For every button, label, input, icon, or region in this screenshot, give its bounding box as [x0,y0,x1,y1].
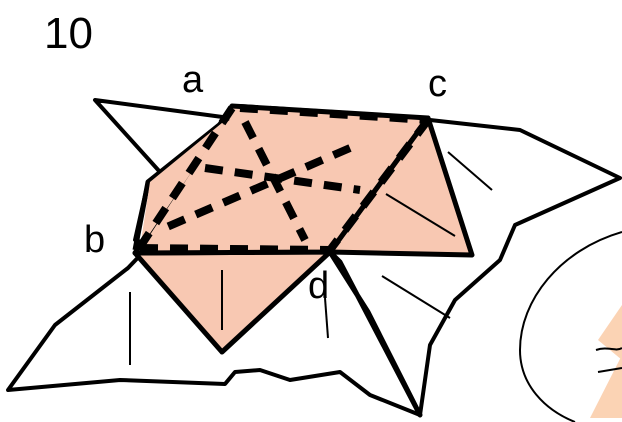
lower-right-flap [327,249,423,418]
label-c: c [428,63,447,105]
circle-outline [518,231,622,422]
peach-fragment [590,305,622,418]
label-b: b [84,219,105,261]
label-d: d [308,265,329,307]
left-flap-edge [132,116,230,251]
label-a: a [182,59,204,101]
detail-lines [129,151,493,365]
dashed-creases [134,104,432,254]
fragment-stroke [595,347,622,373]
step-number: 10 [44,9,93,58]
